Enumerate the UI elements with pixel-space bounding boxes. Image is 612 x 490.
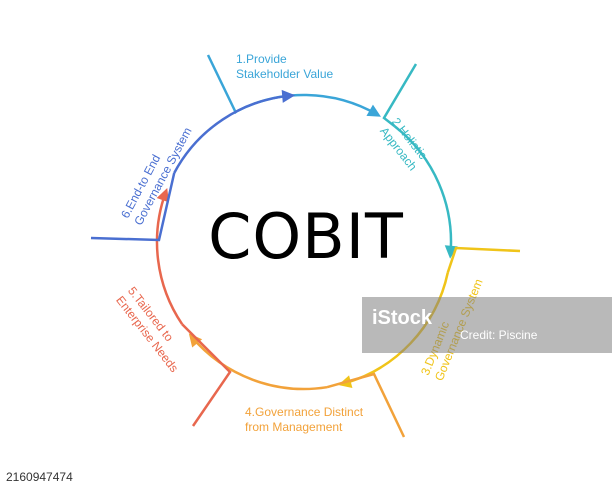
step-4-label: 4.Governance Distinct from Management xyxy=(245,405,363,435)
step-4-label-line2: from Management xyxy=(245,420,343,434)
step-4-arrowhead xyxy=(188,333,203,348)
step-1-arrowhead xyxy=(366,104,381,117)
step-3-tail xyxy=(446,246,521,273)
watermark-credit: Credit: Piscine xyxy=(460,328,538,342)
step-1-label: 1.Provide Stakeholder Value xyxy=(236,52,333,82)
step-1-arc xyxy=(234,93,379,116)
diagram-title: COBIT xyxy=(208,200,404,273)
step-6-arc xyxy=(173,94,292,174)
step-5-arrowhead xyxy=(156,187,169,203)
step-5-tail xyxy=(181,323,232,427)
step-1-label-line2: Stakeholder Value xyxy=(236,67,334,81)
step-4-tail xyxy=(326,372,406,438)
step-2-arc xyxy=(393,125,453,255)
step-4-label-line1: 4.Governance Distinct xyxy=(245,405,364,419)
cycle-arrows xyxy=(90,54,521,438)
step-6-arrowhead xyxy=(281,89,296,103)
step-5-arc xyxy=(155,191,184,325)
watermark-logo: iStock xyxy=(372,307,433,329)
image-id: 2160947474 xyxy=(6,470,73,484)
step-1-tail xyxy=(206,54,238,114)
step-2-tail xyxy=(382,63,418,128)
step-1-label-line1: 1.Provide xyxy=(236,52,287,66)
footer-bar: 2160947474 xyxy=(0,466,612,490)
step-6-tail xyxy=(90,172,176,242)
stock-watermark: iStock Credit: Piscine xyxy=(362,297,612,353)
step-4-arc xyxy=(190,335,328,391)
